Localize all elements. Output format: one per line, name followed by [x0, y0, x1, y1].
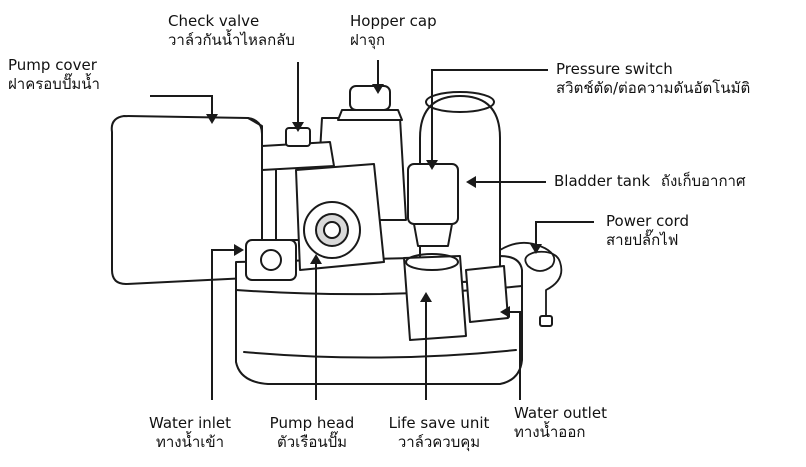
- label-water-inlet-th: ทางน้ำเข้า: [130, 433, 250, 452]
- label-water-outlet-th: ทางน้ำออก: [514, 423, 607, 442]
- label-pump-cover-en: Pump cover: [8, 56, 100, 75]
- hopper-cap-shape: [350, 86, 390, 110]
- pump-cover-shape: [112, 116, 262, 284]
- water-outlet-shape: [466, 266, 508, 322]
- label-bladder-tank-en: Bladder tank: [554, 172, 650, 190]
- label-power-cord-th: สายปลั๊กไฟ: [606, 231, 689, 250]
- label-water-inlet: Water inlet ทางน้ำเข้า: [130, 414, 250, 452]
- label-water-inlet-en: Water inlet: [130, 414, 250, 433]
- label-power-cord-en: Power cord: [606, 212, 689, 231]
- label-check-valve-th: วาล์วกันน้ำไหลกลับ: [168, 31, 295, 50]
- label-pump-cover-th: ฝาครอบปั๊มน้ำ: [8, 75, 100, 94]
- label-power-cord: Power cord สายปลั๊กไฟ: [606, 212, 689, 250]
- label-pressure-switch: Pressure switch สวิตช์ตัด/ต่อความดันอัตโ…: [556, 60, 750, 98]
- label-hopper-cap-en: Hopper cap: [350, 12, 437, 31]
- label-water-outlet-en: Water outlet: [514, 404, 607, 423]
- label-life-save-unit-en: Life save unit: [374, 414, 504, 433]
- label-check-valve-en: Check valve: [168, 12, 295, 31]
- label-pump-head-th: ตัวเรือนปั๊ม: [252, 433, 372, 452]
- label-pump-head-en: Pump head: [252, 414, 372, 433]
- label-bladder-tank: Bladder tank ถังเก็บอากาศ: [554, 172, 746, 191]
- label-hopper-cap: Hopper cap ฝาจุก: [350, 12, 437, 50]
- label-check-valve: Check valve วาล์วกันน้ำไหลกลับ: [168, 12, 295, 50]
- label-pump-cover: Pump cover ฝาครอบปั๊มน้ำ: [8, 56, 100, 94]
- label-life-save-unit-th: วาล์วควบคุม: [374, 433, 504, 452]
- label-pump-head: Pump head ตัวเรือนปั๊ม: [252, 414, 372, 452]
- water-inlet-shape: [246, 240, 296, 280]
- label-pressure-switch-th: สวิตช์ตัด/ต่อความดันอัตโนมัติ: [556, 79, 750, 98]
- label-hopper-cap-th: ฝาจุก: [350, 31, 437, 50]
- pressure-switch-shape: [408, 164, 458, 224]
- label-water-outlet: Water outlet ทางน้ำออก: [514, 404, 607, 442]
- label-bladder-tank-th: ถังเก็บอากาศ: [661, 172, 746, 190]
- label-pressure-switch-en: Pressure switch: [556, 60, 750, 79]
- label-life-save-unit: Life save unit วาล์วควบคุม: [374, 414, 504, 452]
